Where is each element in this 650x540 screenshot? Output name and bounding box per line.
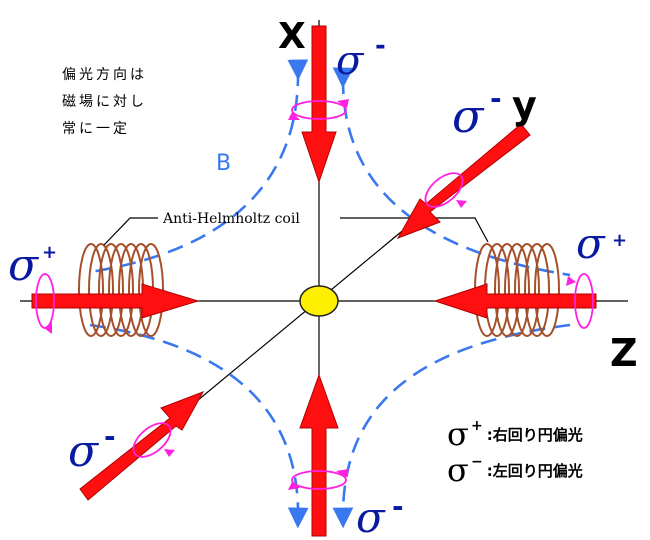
laser-beams xyxy=(31,25,597,537)
sigma-z-right: σ + xyxy=(576,219,627,268)
sigma-x-top-sign: - xyxy=(375,31,386,61)
legend-sign: + xyxy=(471,418,483,434)
sigma-z-left-sign: + xyxy=(42,242,57,263)
legend-sigma-symbol: σ xyxy=(447,415,469,453)
sigma-z-left-symbol: σ xyxy=(8,240,40,291)
right-coil xyxy=(474,243,560,337)
note-line: 常に一定 xyxy=(62,121,130,137)
note-line: 偏光方向は xyxy=(62,67,147,83)
beam-y-bottom xyxy=(79,391,205,501)
axis-label-z: Z xyxy=(610,331,638,375)
sigma-x-top: σ - xyxy=(336,31,386,84)
polarization-note: 偏光方向は 磁場に対し 常に一定 xyxy=(62,62,152,143)
axis-label-x: X xyxy=(278,16,306,57)
beam-z-left xyxy=(31,283,200,319)
legend-sign: − xyxy=(471,454,483,470)
sigma-x-bottom: σ - xyxy=(356,490,404,540)
legend-row-sigma-minus: σ − :左回り円偏光 xyxy=(447,452,583,488)
beam-y-top xyxy=(396,123,531,239)
sigma-x-bottom-sign: - xyxy=(392,490,404,523)
sigma-y-bottom: σ - xyxy=(68,420,116,477)
legend-row-sigma-plus: σ + :右回り円偏光 xyxy=(447,416,583,452)
beam-x-top xyxy=(301,25,337,184)
rotation-arrowheads xyxy=(44,99,576,490)
rotation-arrows xyxy=(35,100,594,490)
polarization-legend: σ + :右回り円偏光 σ − :左回り円偏光 xyxy=(447,416,583,488)
field-label-b: B xyxy=(216,151,231,176)
left-coil xyxy=(78,243,164,337)
sigma-z-right-sign: + xyxy=(612,230,627,251)
beam-x-bottom xyxy=(299,373,339,537)
legend-text: :右回り円偏光 xyxy=(486,425,583,444)
sigma-y-top-sign: - xyxy=(490,82,502,115)
sigma-y-top: σ - xyxy=(452,82,502,143)
sigma-y-top-symbol: σ xyxy=(452,89,485,143)
beam-z-right xyxy=(433,283,597,319)
note-line: 磁場に対し xyxy=(62,94,147,110)
sigma-x-top-symbol: σ xyxy=(336,38,365,84)
coil-label-leaders xyxy=(103,217,489,246)
legend-sigma-symbol: σ xyxy=(447,451,469,489)
sigma-x-bottom-symbol: σ xyxy=(356,493,386,540)
sigma-z-left: σ + xyxy=(8,240,57,291)
legend-text: :左回り円偏光 xyxy=(486,461,583,480)
axis-label-y: y xyxy=(512,83,537,127)
coil-label: Anti-Helmholtz coil xyxy=(162,211,300,227)
sigma-y-bottom-symbol: σ xyxy=(68,426,100,477)
sigma-z-right-symbol: σ xyxy=(576,219,606,268)
sigma-y-bottom-sign: - xyxy=(104,420,116,453)
atom-cloud xyxy=(299,285,339,317)
